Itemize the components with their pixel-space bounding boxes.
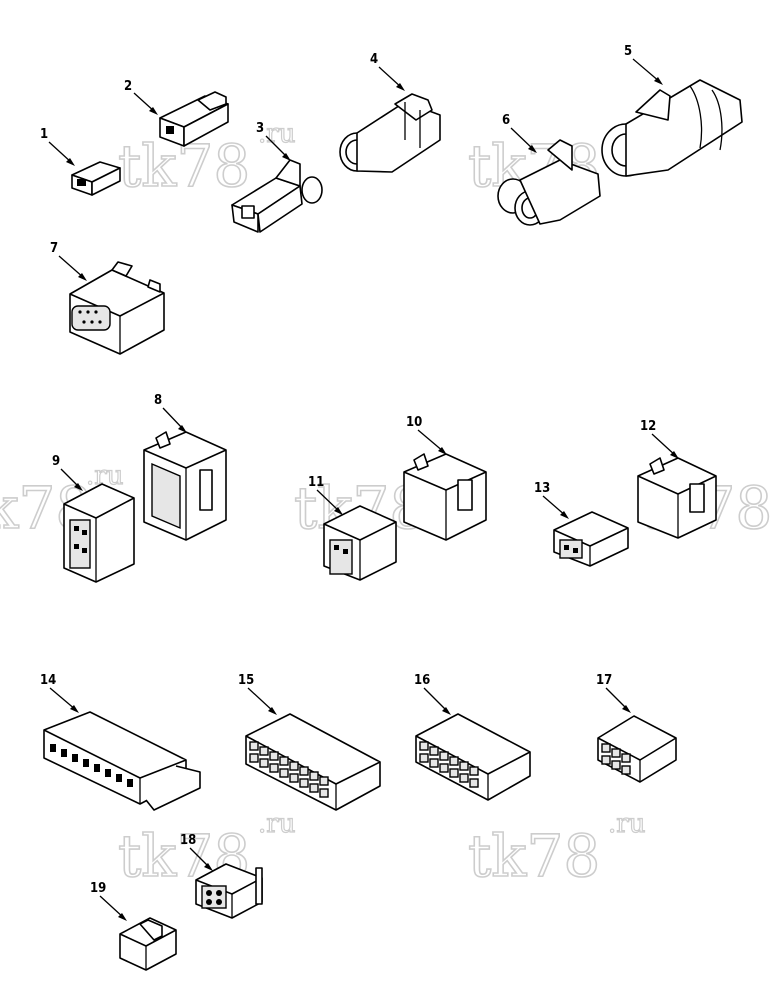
connector-part-13[interactable] (553, 511, 629, 567)
leader-line-7 (58, 255, 85, 279)
connector-part-9[interactable] (63, 483, 135, 583)
callout-label-6: 6 (502, 113, 510, 128)
callout-label-17: 17 (596, 673, 612, 688)
callout-label-8: 8 (154, 393, 162, 408)
connector-part-1[interactable] (71, 161, 121, 196)
connector-part-11[interactable] (323, 505, 397, 581)
callout-label-7: 7 (50, 241, 58, 256)
svg-text:tk78: tk78 (468, 822, 600, 890)
connector-part-10[interactable] (403, 453, 487, 541)
callout-label-10: 10 (406, 415, 422, 430)
leader-line-19 (99, 895, 125, 919)
callout-label-14: 14 (40, 673, 56, 688)
leader-line-16 (423, 687, 449, 713)
callout-label-11: 11 (308, 475, 324, 490)
connector-part-7[interactable] (69, 261, 165, 355)
connector-part-4[interactable] (339, 93, 441, 173)
connector-part-14[interactable] (43, 711, 201, 811)
leader-line-8 (162, 407, 185, 431)
connector-part-8[interactable] (143, 431, 227, 541)
svg-text:.ru: .ru (258, 809, 295, 839)
callout-label-9: 9 (52, 454, 60, 469)
svg-text:.ru: .ru (258, 119, 295, 149)
leader-line-10 (417, 429, 445, 453)
watermark-6: tk78.ru (117, 808, 296, 890)
callout-label-13: 13 (534, 481, 550, 496)
callout-label-4: 4 (370, 52, 378, 67)
callout-label-12: 12 (640, 419, 656, 434)
callout-label-2: 2 (124, 79, 132, 94)
callout-label-18: 18 (180, 833, 196, 848)
connector-part-3[interactable] (231, 159, 323, 233)
leader-line-5 (632, 58, 661, 83)
connector-part-16[interactable] (415, 713, 531, 801)
leader-line-11 (316, 489, 341, 513)
connector-part-15[interactable] (245, 713, 381, 811)
leader-line-12 (651, 433, 677, 457)
connector-part-19[interactable] (119, 917, 177, 971)
connector-part-12[interactable] (637, 457, 717, 539)
watermark-7: tk78 .ru (467, 808, 646, 890)
callout-label-1: 1 (40, 127, 48, 142)
connector-part-5[interactable] (601, 79, 743, 177)
callout-label-3: 3 (256, 121, 264, 136)
svg-text:.ru: .ru (608, 809, 645, 839)
callout-label-5: 5 (624, 44, 632, 59)
connector-part-17[interactable] (597, 715, 677, 783)
connector-part-18[interactable] (195, 863, 263, 919)
callout-label-19: 19 (90, 881, 106, 896)
leader-line-13 (542, 495, 567, 517)
leader-line-6 (510, 127, 535, 151)
leader-line-3 (265, 135, 289, 159)
callout-label-16: 16 (414, 673, 430, 688)
connector-part-6[interactable] (497, 139, 601, 226)
leader-line-1 (48, 141, 73, 164)
leader-line-14 (49, 687, 77, 711)
leader-line-17 (605, 687, 629, 711)
callout-label-15: 15 (238, 673, 254, 688)
leader-line-4 (378, 66, 403, 89)
leader-line-15 (247, 687, 275, 713)
connector-part-2[interactable] (159, 91, 229, 147)
